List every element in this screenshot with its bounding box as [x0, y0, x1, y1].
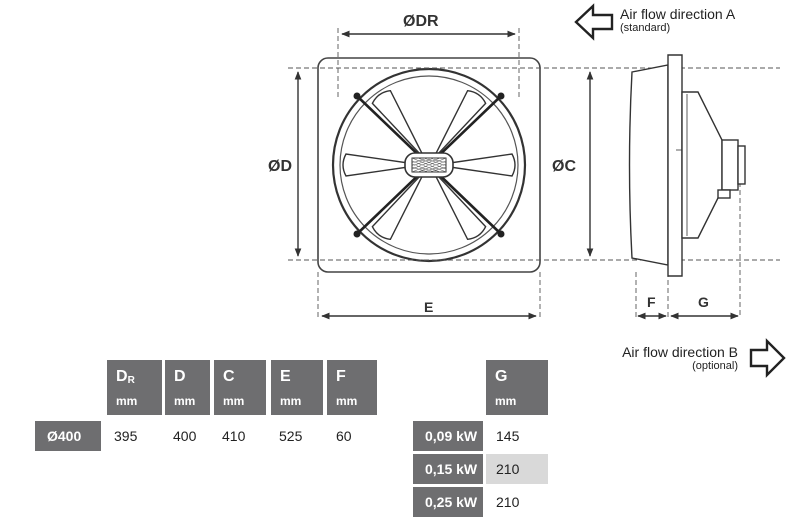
- g-value-1: 145: [496, 428, 520, 444]
- power-label-3: 0,25 kW: [413, 487, 483, 517]
- value-d: 400: [173, 428, 197, 444]
- col-header-c: C mm: [214, 360, 266, 415]
- g-value-3: 210: [496, 494, 520, 510]
- row-label-size: Ø400: [35, 421, 101, 451]
- airflow-a-title: Air flow direction A: [620, 6, 736, 22]
- value-c: 410: [222, 428, 246, 444]
- airflow-a-caption: Air flow direction A (standard): [620, 6, 735, 35]
- power-label-1: 0,09 kW: [413, 421, 483, 451]
- power-label-2: 0,15 kW: [413, 454, 483, 484]
- col-header-d: D mm: [165, 360, 210, 415]
- col-header-dr: DR mm: [107, 360, 162, 415]
- label-c: ØC: [552, 158, 576, 175]
- motor-hub: [404, 152, 454, 178]
- value-e: 525: [279, 428, 303, 444]
- fan-technical-drawing: ØDR ØD ØC E F G: [268, 3, 780, 320]
- airflow-b-note: (optional): [692, 360, 738, 372]
- col-header-e: E mm: [271, 360, 323, 415]
- value-dr: 395: [114, 428, 138, 444]
- fan-ring-outer: [331, 67, 527, 263]
- value-f: 60: [336, 428, 352, 444]
- fan-ring-inner: [339, 75, 519, 255]
- airflow-b-arrow-icon: [749, 338, 786, 378]
- label-f: F: [647, 294, 656, 310]
- label-e: E: [424, 299, 433, 315]
- col-header-g: G mm: [486, 360, 548, 415]
- airflow-b-caption: Air flow direction B (optional): [598, 344, 738, 373]
- label-dr: ØDR: [403, 13, 439, 30]
- dimension-arrows: [294, 30, 739, 320]
- col-header-f: F mm: [327, 360, 377, 415]
- fan-side-view: [628, 54, 746, 277]
- fan-blades: [342, 89, 516, 241]
- strut-mounts: [353, 92, 505, 238]
- label-g: G: [698, 294, 709, 310]
- airflow-a-arrow-icon: [574, 3, 614, 41]
- airflow-a-note: (standard): [620, 22, 671, 34]
- airflow-b-title: Air flow direction B: [622, 344, 738, 360]
- g-value-2: 210: [486, 454, 548, 484]
- housing-plate: [317, 57, 541, 273]
- label-d: ØD: [268, 158, 292, 175]
